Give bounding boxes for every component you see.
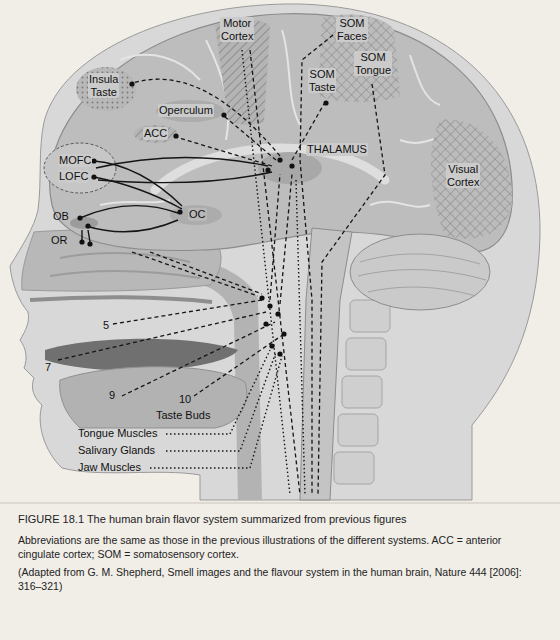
cerebellum-folia [358,254,486,296]
structure-label: OC [188,208,207,221]
mouth-cavity [45,339,238,371]
structure-label: OR [50,234,69,247]
region-label: ACC [143,127,168,140]
region-label: SOM Taste [308,68,336,93]
cerebellum [350,234,490,310]
region-label: THALAMUS [306,143,368,156]
olfactory-bulb [70,217,98,229]
pathways-solid [80,157,272,242]
region-label: SOM Tongue [354,51,392,76]
pathways-dashed [58,35,385,495]
pathways-dotted [150,50,305,495]
callout-number: 9 [108,389,116,402]
callout-number: 10 [178,393,192,406]
thalamus-region [258,152,322,184]
visual-cortex-region [431,120,512,239]
acc-region [134,125,178,143]
olfactory-cortex [170,205,222,225]
region-label: LOFC [58,170,89,183]
brain-outline [50,14,513,253]
structure-label: Jaw Muscles [77,461,142,474]
figure-caption: Abbreviations are the same as those in t… [18,533,542,561]
structure-label: Salivary Glands [77,444,156,457]
callout-number: 5 [102,319,110,332]
structure-label: Tongue Muscles [77,427,159,440]
structure-label: Taste Buds [155,409,211,422]
nucleus-dots [77,81,328,356]
figure-title: FIGURE 18.1 The human brain flavor syste… [18,512,542,527]
hard-palate [30,297,212,302]
region-label: Motor Cortex [220,17,254,42]
region-label: Visual Cortex [446,163,480,188]
turbinates [50,253,200,278]
head-silhouette [10,4,540,500]
figure-rule [0,503,560,504]
figure-caption-block: FIGURE 18.1 The human brain flavor syste… [18,512,542,598]
callout-number: 7 [44,361,52,374]
structure-label: OB [52,210,70,223]
region-label: Insula Taste [88,73,119,98]
operculum-region [156,100,224,122]
insula-region [76,67,136,111]
brainstem [300,228,352,500]
source-note: (Adapted from G. M. Shepherd, Smell imag… [18,565,542,593]
region-label: Operculum [158,104,214,117]
sulci [100,30,450,207]
vertebrae [334,300,390,484]
region-label: SOM Faces [336,17,368,42]
region-label: MOFC [58,154,92,167]
ofc-region [44,143,116,193]
label-layer: Motor Cortex SOM FacesSOM TongueInsula Ta… [0,0,560,505]
tongue [60,367,247,428]
